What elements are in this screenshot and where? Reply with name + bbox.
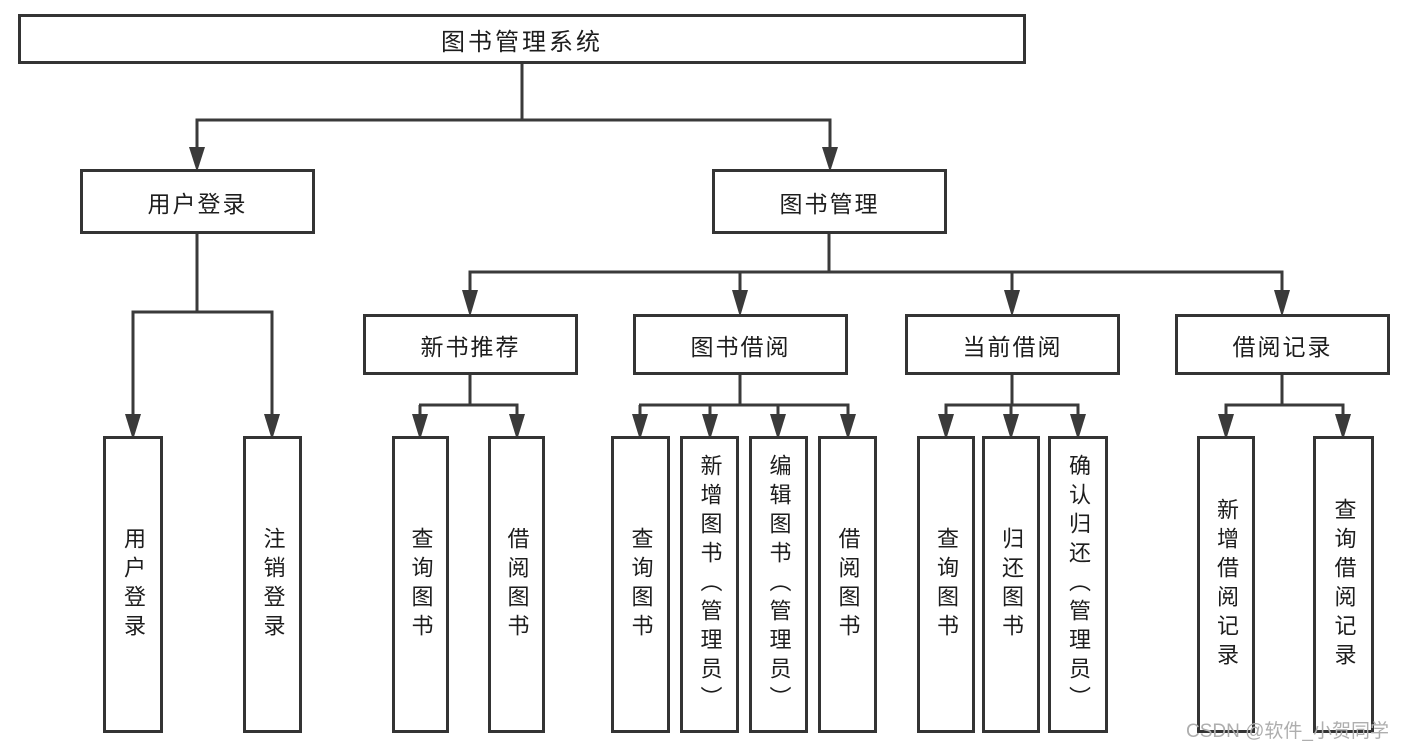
node-leaf-add-borrow-record: 新增借阅记录 <box>1197 436 1255 733</box>
node-leaf-query-book-2-label: 查询图书 <box>628 526 654 643</box>
node-leaf-borrow-book-2-label: 借阅图书 <box>835 526 861 643</box>
node-leaf-logout: 注销登录 <box>243 436 302 733</box>
node-leaf-query-book-3: 查询图书 <box>917 436 975 733</box>
arrowhead <box>189 147 205 172</box>
connector-current-borrow-children <box>938 375 1086 440</box>
node-leaf-edit-book-label: 编辑图书（管理员） <box>766 454 792 715</box>
node-root-label: 图书管理系统 <box>441 28 603 56</box>
arrowhead <box>1274 290 1290 317</box>
connector-user-login-children <box>125 234 280 440</box>
arrowhead <box>632 414 648 440</box>
connector-book-borrow-children <box>632 375 856 440</box>
arrowhead <box>1003 414 1019 440</box>
node-new-book-rec-label: 新书推荐 <box>420 333 521 360</box>
node-leaf-user-login-label: 用户登录 <box>121 526 146 643</box>
arrowhead <box>509 414 525 440</box>
connector-book-mgmt-children <box>462 234 1290 317</box>
arrowhead <box>462 290 478 317</box>
node-leaf-add-book-label: 新增图书（管理员） <box>697 454 723 715</box>
node-leaf-return-book-label: 归还图书 <box>999 526 1024 643</box>
connector-new-book-rec-children <box>412 375 525 440</box>
node-root: 图书管理系统 <box>18 14 1026 64</box>
arrowhead <box>1218 414 1234 440</box>
node-leaf-add-borrow-record-label: 新增借阅记录 <box>1214 497 1239 672</box>
node-book-mgmt-label: 图书管理 <box>779 190 880 217</box>
node-leaf-query-book-1-label: 查询图书 <box>408 526 434 643</box>
arrowhead <box>732 290 748 317</box>
node-leaf-confirm-return-label: 确认归还（管理员） <box>1066 454 1091 715</box>
arrowhead <box>1004 290 1020 317</box>
arrowhead <box>1335 414 1351 440</box>
node-new-book-rec: 新书推荐 <box>363 314 578 375</box>
node-leaf-return-book: 归还图书 <box>982 436 1040 733</box>
csdn-watermark: CSDN @软件_小贺同学 <box>1186 721 1389 742</box>
arrowhead <box>702 414 718 440</box>
connector-borrow-records-children <box>1218 375 1351 440</box>
node-user-login: 用户登录 <box>80 169 315 234</box>
arrowhead <box>822 147 838 172</box>
node-leaf-query-book-3-label: 查询图书 <box>934 526 959 643</box>
node-borrow-records: 借阅记录 <box>1175 314 1390 375</box>
node-leaf-query-book-2: 查询图书 <box>611 436 670 733</box>
arrowhead <box>412 414 428 440</box>
arrowhead <box>1070 414 1086 440</box>
node-leaf-borrow-book-1-label: 借阅图书 <box>504 526 530 643</box>
node-current-borrow-label: 当前借阅 <box>962 333 1063 360</box>
arrowhead <box>840 414 856 440</box>
node-leaf-query-book-1: 查询图书 <box>392 436 449 733</box>
node-leaf-borrow-book-2: 借阅图书 <box>818 436 877 733</box>
node-borrow-records-label: 借阅记录 <box>1232 333 1333 360</box>
node-leaf-logout-label: 注销登录 <box>260 526 286 643</box>
node-leaf-edit-book: 编辑图书（管理员） <box>749 436 808 733</box>
node-leaf-add-book: 新增图书（管理员） <box>680 436 739 733</box>
arrowhead <box>264 414 280 440</box>
node-book-borrow: 图书借阅 <box>633 314 848 375</box>
node-leaf-confirm-return: 确认归还（管理员） <box>1048 436 1108 733</box>
connector-root-children <box>189 64 838 172</box>
arrowhead <box>938 414 954 440</box>
node-book-mgmt: 图书管理 <box>712 169 947 234</box>
arrowhead <box>770 414 786 440</box>
node-current-borrow: 当前借阅 <box>905 314 1120 375</box>
node-leaf-query-borrow-record-label: 查询借阅记录 <box>1331 497 1357 672</box>
node-leaf-borrow-book-1: 借阅图书 <box>488 436 545 733</box>
node-book-borrow-label: 图书借阅 <box>690 333 791 360</box>
arrowhead <box>125 414 141 440</box>
node-leaf-user-login: 用户登录 <box>103 436 163 733</box>
node-leaf-query-borrow-record: 查询借阅记录 <box>1313 436 1374 733</box>
node-user-login-label: 用户登录 <box>147 190 248 217</box>
